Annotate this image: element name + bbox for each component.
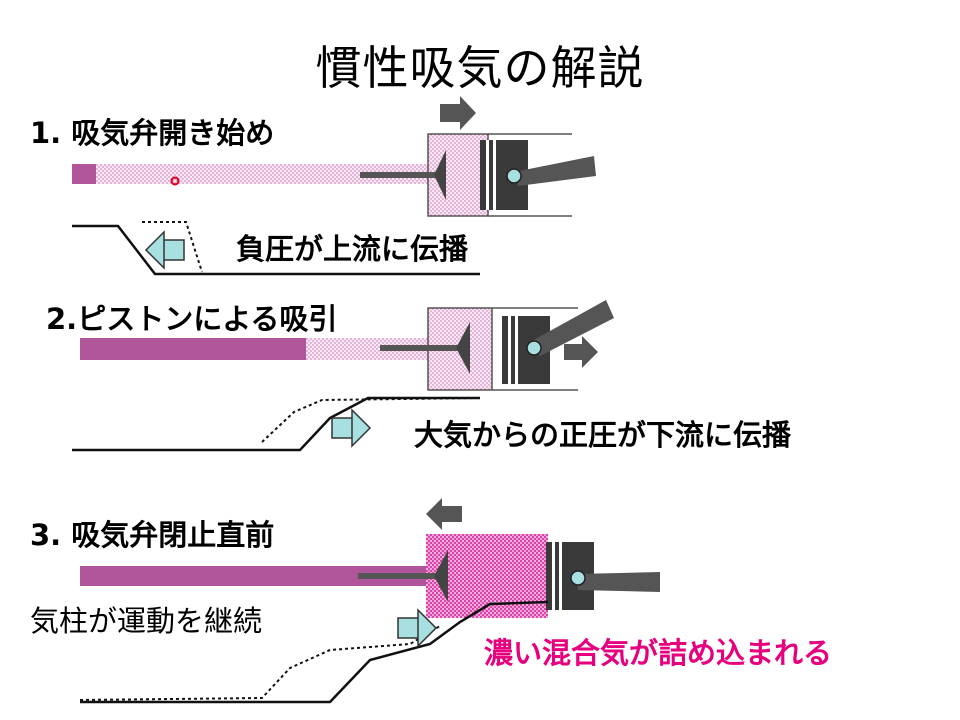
pressure-wave-solid: [80, 600, 549, 704]
pressure-wave-solid: [72, 224, 480, 276]
step-3-label: 3. 吸気弁閉止直前: [30, 518, 275, 552]
step-1-note: 負圧が上流に伝播: [236, 232, 469, 266]
piston: [546, 542, 660, 610]
piston: [502, 300, 614, 384]
piston-motion-arrow: [440, 96, 476, 130]
step-3-result: 濃い混合気が詰め込まれる: [484, 636, 833, 670]
piston: [480, 140, 596, 210]
origin-marker: [170, 176, 180, 186]
intake-column-dense: [80, 338, 306, 360]
slide-title: 慣性吸気の解説: [315, 41, 645, 95]
piston-motion-arrow: [564, 336, 598, 368]
intake-column-dense: [72, 164, 96, 184]
intake-column-dense: [80, 566, 426, 586]
intake-valve: [434, 150, 446, 200]
valve-stem: [358, 573, 438, 579]
step-1-label: 1. 吸気弁開き始め: [30, 116, 275, 150]
step-3-note: 気柱が運動を継続: [30, 604, 263, 638]
step-3-diagram: [79, 498, 660, 704]
intake-pipe: [306, 338, 428, 360]
piston-motion-arrow: [426, 498, 462, 530]
pressure-wave-dotted: [79, 625, 441, 701]
step-2-diagram: [72, 300, 614, 452]
intake-valve: [434, 550, 448, 602]
valve-stem: [360, 172, 436, 178]
wave-direction-arrow-right: [397, 608, 438, 648]
step-2-label: 2.ピストンによる吸引: [46, 302, 338, 336]
intake-valve: [456, 322, 470, 374]
pressure-wave-dotted: [142, 221, 203, 273]
wave-direction-arrow-left: [144, 230, 185, 270]
step-2-note: 大気からの正圧が下流に伝播: [414, 418, 792, 452]
valve-stem: [380, 345, 460, 351]
step-1-diagram: [72, 96, 596, 276]
wave-direction-arrow-right: [331, 408, 372, 448]
